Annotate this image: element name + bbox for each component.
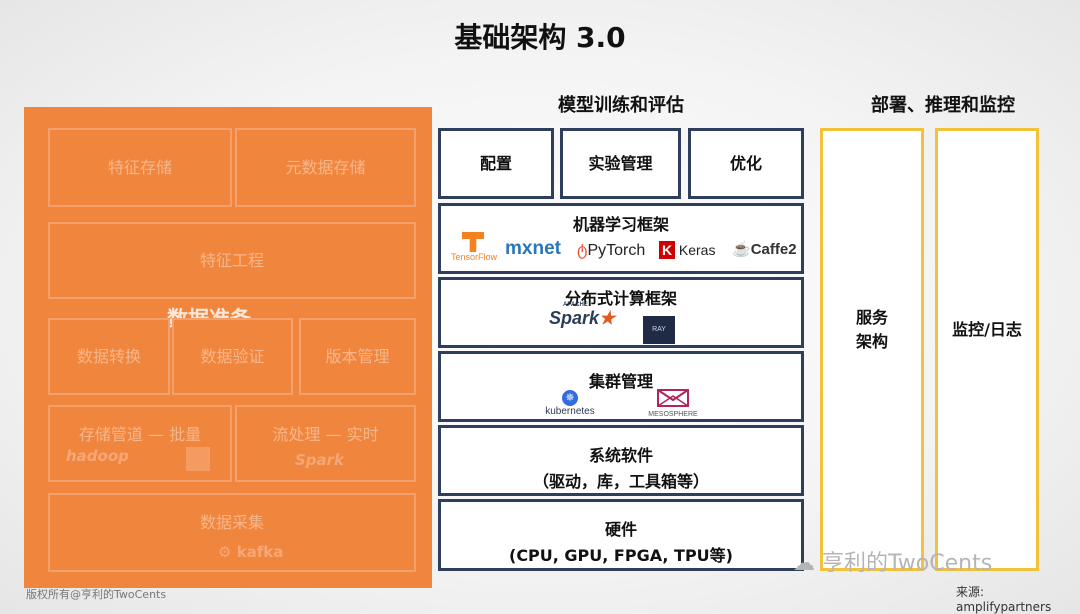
data-validate-label: 数据验证 xyxy=(200,347,265,366)
config-box: 配置 xyxy=(438,128,554,199)
deploy-header: 部署、推理和监控 xyxy=(871,95,1015,116)
feature-store-label: 特征存储 xyxy=(107,158,172,177)
spark-star-icon: ★ xyxy=(599,308,616,328)
wechat-icon: ☁ xyxy=(793,551,815,576)
version-mgmt-label: 版本管理 xyxy=(325,347,390,366)
page-title: 基础架构 3.0 xyxy=(454,21,626,54)
system-software-box: 系统软件 （驱动，库，工具箱等） xyxy=(438,425,804,496)
mxnet-logo: mxnet xyxy=(505,238,561,259)
kubernetes-icon: ✵ xyxy=(562,390,578,406)
training-header: 模型训练和评估 xyxy=(558,95,684,116)
batch-pipeline-cell: 存储管道 — 批量 hadoop xyxy=(48,405,232,482)
caffe2-text: Caffe2 xyxy=(750,241,797,258)
keras-icon: K xyxy=(659,241,675,259)
spark-text: Spark xyxy=(549,308,600,328)
mesosphere-logo: MESOSPHERE xyxy=(643,388,703,418)
cluster-box: 集群管理 ✵ kubernetes MESOSPHERE xyxy=(438,351,804,422)
source-text: 来源: amplifypartners xyxy=(956,585,1052,614)
metadata-store-cell: 元数据存储 xyxy=(235,128,416,207)
batch-pipeline-label: 存储管道 — 批量 xyxy=(78,425,202,444)
serving-column: 服务 架构 xyxy=(820,128,924,571)
watermark-text: 亨利的TwoCents xyxy=(822,551,993,576)
stream-processing-cell: 流处理 — 实时 Spark xyxy=(235,405,416,482)
experiment-label: 实验管理 xyxy=(588,154,653,173)
data-transform-cell: 数据转换 xyxy=(48,318,170,395)
watermark: ☁ 亨利的TwoCents xyxy=(793,545,992,577)
version-mgmt-cell: 版本管理 xyxy=(299,318,416,395)
keras-text: Keras xyxy=(678,242,716,258)
mesosphere-icon xyxy=(657,389,689,407)
mesosphere-text: MESOSPHERE xyxy=(648,411,698,418)
data-validate-cell: 数据验证 xyxy=(172,318,293,395)
hadoop-logo: hadoop xyxy=(66,447,129,465)
data-transform-label: 数据转换 xyxy=(76,347,141,366)
monitoring-label: 监控/日志 xyxy=(952,320,1022,339)
ml-frameworks-box: 机器学习框架 TensorFlow mxnet ტPyTorch K Keras… xyxy=(438,203,804,274)
distributed-title: 分布式计算框架 xyxy=(564,289,677,308)
spark-logo: APACHE Spark★ xyxy=(549,302,616,329)
data-collection-cell: 数据采集 ⚙ kafka xyxy=(48,493,416,572)
feature-store-cell: 特征存储 xyxy=(48,128,232,207)
experiment-box: 实验管理 xyxy=(560,128,681,199)
kubernetes-logo: ✵ kubernetes xyxy=(537,390,603,417)
pytorch-text: PyTorch xyxy=(587,242,646,259)
caffe2-icon: ☕ xyxy=(732,241,751,258)
keras-logo: K Keras xyxy=(659,241,715,259)
tensorflow-text: TensorFlow xyxy=(451,252,498,262)
data-collection-label: 数据采集 xyxy=(199,513,264,532)
config-label: 配置 xyxy=(479,154,512,173)
metadata-store-label: 元数据存储 xyxy=(285,158,366,177)
cluster-title: 集群管理 xyxy=(588,372,653,391)
hardware-subtitle: (CPU, GPU, FPGA, TPU等) xyxy=(509,546,733,565)
serving-label-2: 架构 xyxy=(855,332,888,351)
optimize-label: 优化 xyxy=(729,154,762,173)
copyright-text: 版权所有@亨利的TwoCents xyxy=(26,588,167,601)
ray-logo: RAY xyxy=(643,316,675,344)
system-software-subtitle: （驱动，库，工具箱等） xyxy=(532,472,709,491)
monitoring-column: 监控/日志 xyxy=(935,128,1039,571)
tensorflow-icon xyxy=(462,232,484,252)
serving-label-1: 服务 xyxy=(855,308,888,327)
caffe2-logo: ☕Caffe2 xyxy=(732,240,797,258)
spark-logo-faded: Spark xyxy=(295,451,345,469)
pytorch-icon: ტ xyxy=(577,242,588,259)
optimize-box: 优化 xyxy=(688,128,804,199)
kafka-text: kafka xyxy=(236,543,284,561)
pytorch-logo: ტPyTorch xyxy=(577,240,645,260)
system-software-title: 系统软件 xyxy=(588,446,653,465)
storage-icon xyxy=(186,447,210,471)
kafka-logo: ⚙ kafka xyxy=(218,543,283,561)
ml-frameworks-title: 机器学习框架 xyxy=(572,215,669,234)
tensorflow-logo: TensorFlow xyxy=(451,232,498,262)
feature-engineering-cell: 特征工程 xyxy=(48,222,416,299)
hardware-title: 硬件 xyxy=(604,520,637,539)
distributed-box: 分布式计算框架 APACHE Spark★ RAY xyxy=(438,277,804,348)
spark-apache-text: APACHE xyxy=(563,302,588,308)
hardware-box: 硬件 (CPU, GPU, FPGA, TPU等) xyxy=(438,499,804,571)
kafka-icon: ⚙ xyxy=(218,543,232,561)
data-prep-panel: 特征存储 元数据存储 特征工程 数据准备 数据转换 数据验证 版本管理 存储管道… xyxy=(24,107,432,588)
kubernetes-text: kubernetes xyxy=(545,406,595,417)
stream-processing-label: 流处理 — 实时 xyxy=(272,425,379,444)
feature-engineering-label: 特征工程 xyxy=(199,251,264,270)
